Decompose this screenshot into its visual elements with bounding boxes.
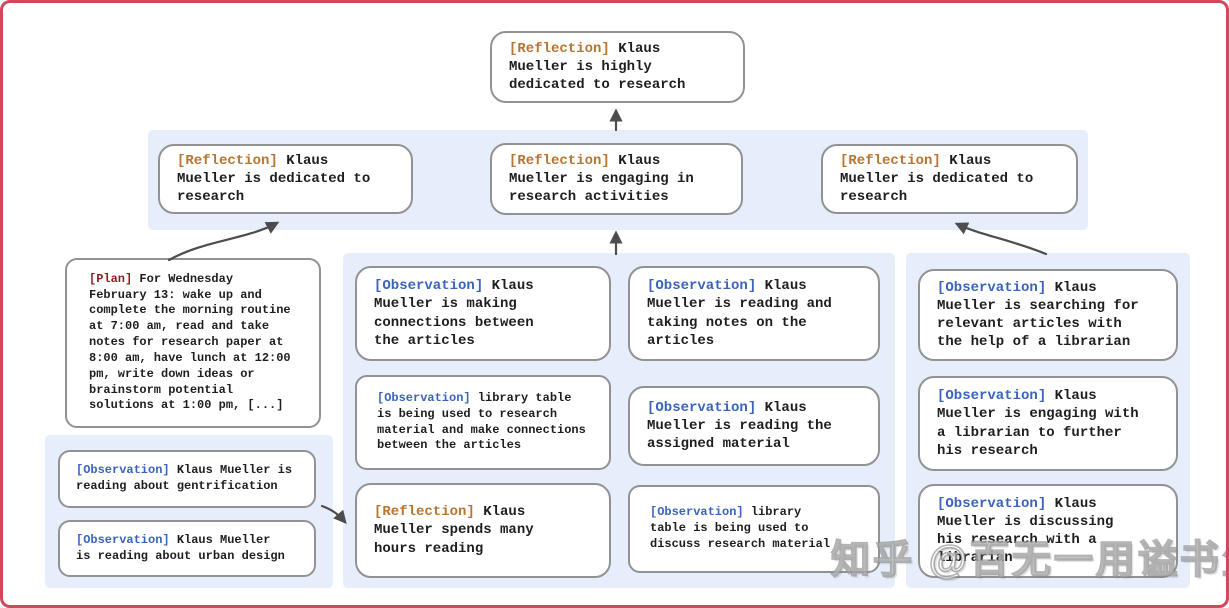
observation-tag: [Observation] [76,532,170,547]
node-text: library table is being used to discuss r… [650,505,831,551]
reflection-tag: [Reflection] [840,152,941,169]
node-text: Klaus Mueller is dedicated to research [840,152,1034,206]
observation-tag: [Observation] [937,279,1047,296]
observation-tag: [Observation] [647,399,757,416]
node-observation-discussing-research: [Observation] Klaus Mueller is discussin… [918,484,1178,578]
node-text-wrap: [Observation] Klaus Mueller is reading a… [60,533,301,565]
node-text-wrap: [Reflection] Klaus Mueller spends many h… [357,503,551,558]
node-text-wrap: [Observation] Klaus Mueller is engaging … [920,387,1156,460]
node-text-wrap: [Reflection] Klaus Mueller is engaging i… [492,152,711,207]
node-text-wrap: [Reflection] Klaus Mueller is dedicated … [160,152,387,207]
node-observation-library-discuss: [Observation] library table is being use… [628,485,880,573]
node-text: Klaus Mueller is dedicated to research [177,152,371,206]
node-text: Klaus Mueller is engaging with a librari… [937,388,1139,459]
observation-tag: [Observation] [374,278,484,295]
reflection-tag: [Reflection] [177,152,278,169]
observation-tag: [Observation] [937,495,1047,512]
node-observation-urban-design: [Observation] Klaus Mueller is reading a… [58,520,316,577]
node-text-wrap: [Observation] library table is being use… [357,391,606,454]
node-reflection-middle: [Reflection] Klaus Mueller is engaging i… [490,143,743,215]
node-reflection-top: [Reflection] Klaus Mueller is highly ded… [490,31,745,103]
node-observation-taking-notes: [Observation] Klaus Mueller is reading a… [628,266,880,361]
reflection-tag: [Reflection] [509,40,610,57]
node-plan: [Plan] For Wednesday February 13: wake u… [65,258,321,428]
node-text: Klaus Mueller is reading about gentrific… [76,463,293,493]
observation-tag: [Observation] [650,505,744,520]
node-text: library table is being used to research … [377,390,586,453]
plan-tag: [Plan] [89,271,133,286]
node-observation-engaging-librarian: [Observation] Klaus Mueller is engaging … [918,376,1178,471]
node-text: Klaus Mueller is making connections betw… [374,278,534,349]
node-observation-connections: [Observation] Klaus Mueller is making co… [355,266,611,361]
node-text: Klaus Mueller is reading the assigned ma… [647,399,832,453]
node-observation-searching-articles: [Observation] Klaus Mueller is searching… [918,269,1178,361]
reflection-tag: [Reflection] [374,504,475,521]
node-text: Klaus Mueller is reading about urban des… [76,532,285,563]
observation-tag: [Observation] [647,278,757,295]
node-text-wrap: [Observation] Klaus Mueller is making co… [357,277,551,350]
node-text: For Wednesday February 13: wake up and c… [89,271,291,413]
node-text: Klaus Mueller is discussing his research… [937,495,1114,567]
node-text: Klaus Mueller is searching for relevant … [937,279,1139,351]
node-text-wrap: [Observation] Klaus Mueller is reading a… [60,463,308,495]
node-text-wrap: [Observation] library table is being use… [630,505,850,552]
node-text-wrap: [Observation] Klaus Mueller is reading t… [630,399,849,454]
observation-tag: [Observation] [937,388,1047,405]
node-observation-library-research: [Observation] library table is being use… [355,375,611,470]
node-text: Klaus Mueller is engaging in research ac… [509,152,694,206]
node-text-wrap: [Reflection] Klaus Mueller is highly ded… [492,40,702,95]
node-text: Klaus Mueller is reading and taking note… [647,278,832,349]
node-text-wrap: [Observation] Klaus Mueller is discussin… [920,495,1130,568]
node-text: Klaus Mueller spends many hours reading [374,504,534,557]
reflection-tag: [Reflection] [509,152,610,169]
node-text-wrap: [Observation] Klaus Mueller is searching… [920,279,1156,352]
observation-tag: [Observation] [377,390,471,405]
node-text-wrap: [Reflection] Klaus Mueller is dedicated … [823,152,1050,207]
node-observation-gentrification: [Observation] Klaus Mueller is reading a… [58,450,316,508]
node-text-wrap: [Observation] Klaus Mueller is reading a… [630,277,849,350]
node-reflection-right: [Reflection] Klaus Mueller is dedicated … [821,144,1078,214]
node-reflection-left: [Reflection] Klaus Mueller is dedicated … [158,144,413,214]
node-text: Klaus Mueller is highly dedicated to res… [509,40,686,94]
node-text-wrap: [Plan] For Wednesday February 13: wake u… [67,272,313,414]
zhihu-watermark: 知乎 @百无一用谥书生 [830,538,1229,583]
observation-tag: [Observation] [76,463,170,478]
node-reflection-hours-reading: [Reflection] Klaus Mueller spends many h… [355,483,611,578]
node-observation-assigned-material: [Observation] Klaus Mueller is reading t… [628,386,880,466]
